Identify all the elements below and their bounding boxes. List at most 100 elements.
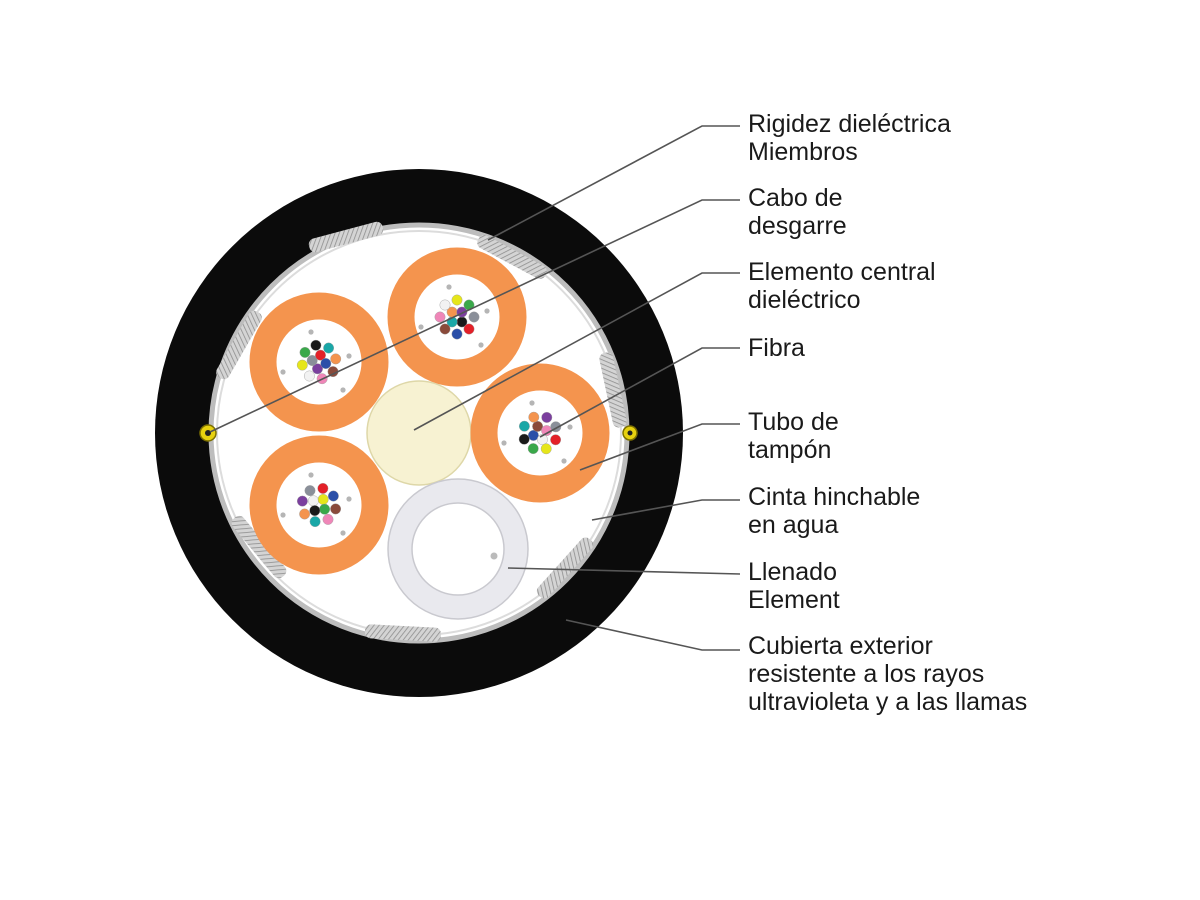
buffer-tube-gel (498, 391, 582, 475)
label-line: Elemento central (748, 258, 936, 286)
optical-fiber (451, 328, 463, 340)
optical-fiber (434, 311, 446, 323)
gel-dot (308, 329, 314, 335)
label-line: resistente a los rayos (748, 660, 985, 688)
label-line: ultravioleta y a las llamas (748, 688, 1028, 716)
strength-member (216, 310, 262, 380)
buffer-tube-gel (415, 275, 499, 359)
buffer-tube-wall (470, 363, 610, 503)
leader-line-central-element (413, 272, 740, 431)
strength-member (536, 537, 594, 599)
gel-dot (308, 472, 314, 478)
label-line: Miembros (748, 138, 858, 166)
label-line: Element (748, 586, 840, 614)
optical-fiber (315, 349, 326, 361)
label-line: Cabo de (748, 184, 843, 212)
label-central-element: Elemento central dieléctrico (748, 258, 936, 314)
label-line: en agua (748, 511, 839, 539)
ripcords (199, 424, 638, 442)
optical-fiber (303, 370, 315, 382)
label-line: tampón (748, 436, 832, 464)
strength-member (231, 515, 287, 579)
optical-fiber (296, 359, 308, 371)
gel-dot (484, 308, 490, 314)
buffer-tube (387, 247, 527, 387)
leader-line-buffer-tube (579, 423, 740, 471)
optical-fiber (550, 434, 561, 446)
buffer-tube (470, 363, 610, 503)
gel-dot (567, 424, 573, 430)
gel-dot (529, 400, 535, 406)
buffer-tube (249, 435, 389, 575)
label-filler-element: Llenado Element (748, 558, 840, 614)
gel-dot (446, 284, 452, 290)
optical-fiber (310, 339, 322, 351)
filler-element-core (411, 502, 505, 596)
optical-fiber (323, 342, 334, 354)
optical-fiber (463, 323, 475, 335)
ripcord-core (205, 430, 211, 436)
optical-fiber (312, 363, 323, 375)
label-line: Llenado (748, 558, 837, 586)
leader-line-filler (507, 567, 741, 575)
optical-fiber (304, 485, 316, 496)
optical-fiber (322, 514, 334, 525)
optical-fiber (307, 495, 319, 507)
optical-fiber (528, 411, 540, 423)
strength-member (308, 221, 384, 253)
label-line: Tubo de (748, 408, 839, 436)
label-ripcord: Cabo de desgarre (748, 184, 847, 240)
strength-member (364, 624, 442, 642)
label-fiber: Fibra (748, 334, 805, 362)
optical-fiber (527, 443, 539, 454)
label-line: Rigidez dieléctrica (748, 110, 951, 138)
optical-fiber (528, 429, 539, 441)
optical-fiber (309, 516, 321, 527)
leader-line-ripcord (209, 199, 740, 433)
gel-dot (501, 440, 507, 446)
leader-line-fiber (539, 347, 740, 438)
gel-dot (478, 342, 484, 348)
leader-line-jacket (565, 619, 740, 651)
leader-line-strength-members (487, 125, 740, 241)
gel-dot (340, 530, 346, 536)
leader-lines (209, 125, 741, 651)
buffer-tube-gel (277, 320, 361, 404)
optical-fiber (319, 503, 330, 515)
label-line: dieléctrico (748, 286, 861, 314)
gel-dot (561, 458, 567, 464)
dielectric-strength-members (216, 221, 627, 642)
optical-fiber (327, 490, 339, 502)
optical-fiber (317, 482, 329, 494)
optical-fiber (330, 353, 342, 365)
label-line: desgarre (748, 212, 847, 240)
gel-dot (346, 353, 352, 359)
optical-fiber (299, 508, 310, 520)
buffer-tube-wall (387, 247, 527, 387)
buffer-tube-gel (277, 463, 361, 547)
optical-fiber (330, 503, 341, 515)
label-dielectric-strength-members: Rigidez dieléctrica Miembros (748, 110, 951, 166)
optical-fiber (537, 434, 548, 445)
optical-fiber (306, 355, 318, 366)
optical-fiber (540, 443, 552, 455)
label-buffer-tube: Tubo de tampón (748, 408, 839, 464)
gel-dot (280, 512, 286, 518)
optical-fiber (519, 420, 530, 432)
ripcord-core (627, 430, 633, 436)
buffer-tube (249, 292, 389, 432)
label-line: Cubierta exterior (748, 632, 933, 660)
strength-member (477, 235, 547, 279)
gel-dot (340, 387, 346, 393)
optical-fiber (439, 323, 451, 335)
label-water-swellable-tape: Cinta hinchable en agua (748, 483, 920, 539)
optical-fiber (309, 505, 321, 516)
label-line: Cinta hinchable (748, 483, 921, 511)
gel-dot (346, 496, 352, 502)
optical-fiber (518, 433, 530, 445)
buffer-tube-wall (249, 435, 389, 575)
optical-fiber (468, 311, 480, 323)
optical-fiber (532, 420, 543, 432)
optical-fiber (320, 358, 332, 369)
